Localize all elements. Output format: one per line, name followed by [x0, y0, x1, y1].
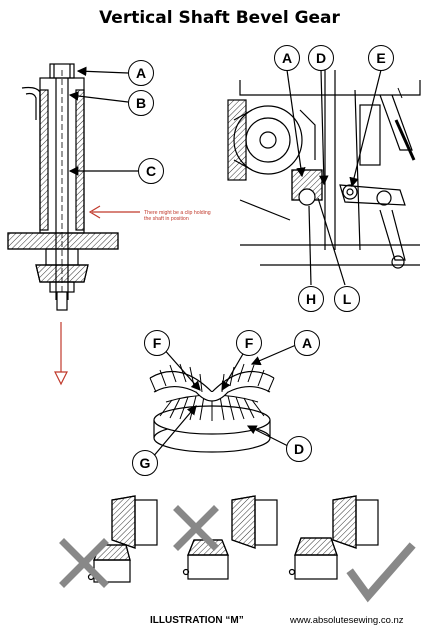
callout-l: L [334, 286, 360, 312]
callout-g: G [132, 450, 158, 476]
clip-note: There might be a clip holding the shaft … [144, 210, 211, 222]
alignment-example-2 [182, 495, 278, 580]
callout-f-right: F [236, 330, 262, 356]
machine-mechanism [227, 70, 421, 269]
website-label: www.absolutesewing.co.nz [290, 615, 404, 626]
callout-e: E [368, 45, 394, 71]
clip-note-line-1: There might be a clip holding [144, 210, 211, 216]
alignment-example-3 [288, 495, 379, 580]
red-indicators [54, 205, 140, 386]
callout-d-gear: D [286, 436, 312, 462]
alignment-example-1 [87, 495, 158, 583]
callout-b: B [128, 90, 154, 116]
callout-a: A [128, 60, 154, 86]
callout-f-left: F [144, 330, 170, 356]
callout-a-gear: A [294, 330, 320, 356]
illustration-label: ILLUSTRATION “M” [150, 615, 244, 626]
cross-icon [59, 538, 109, 588]
callout-d-mechanism: D [308, 45, 334, 71]
right-leaders [286, 69, 382, 286]
check-icon [346, 542, 416, 603]
diagram-title: Vertical Shaft Bevel Gear [99, 8, 340, 28]
cross-icon-2 [173, 505, 219, 551]
clip-note-line-2: the shaft in position [144, 216, 189, 222]
callout-c: C [138, 158, 164, 184]
callout-a-mechanism: A [274, 45, 300, 71]
left-leaders [68, 66, 138, 176]
callout-h: H [298, 286, 324, 312]
vertical-shaft-section [7, 63, 119, 311]
